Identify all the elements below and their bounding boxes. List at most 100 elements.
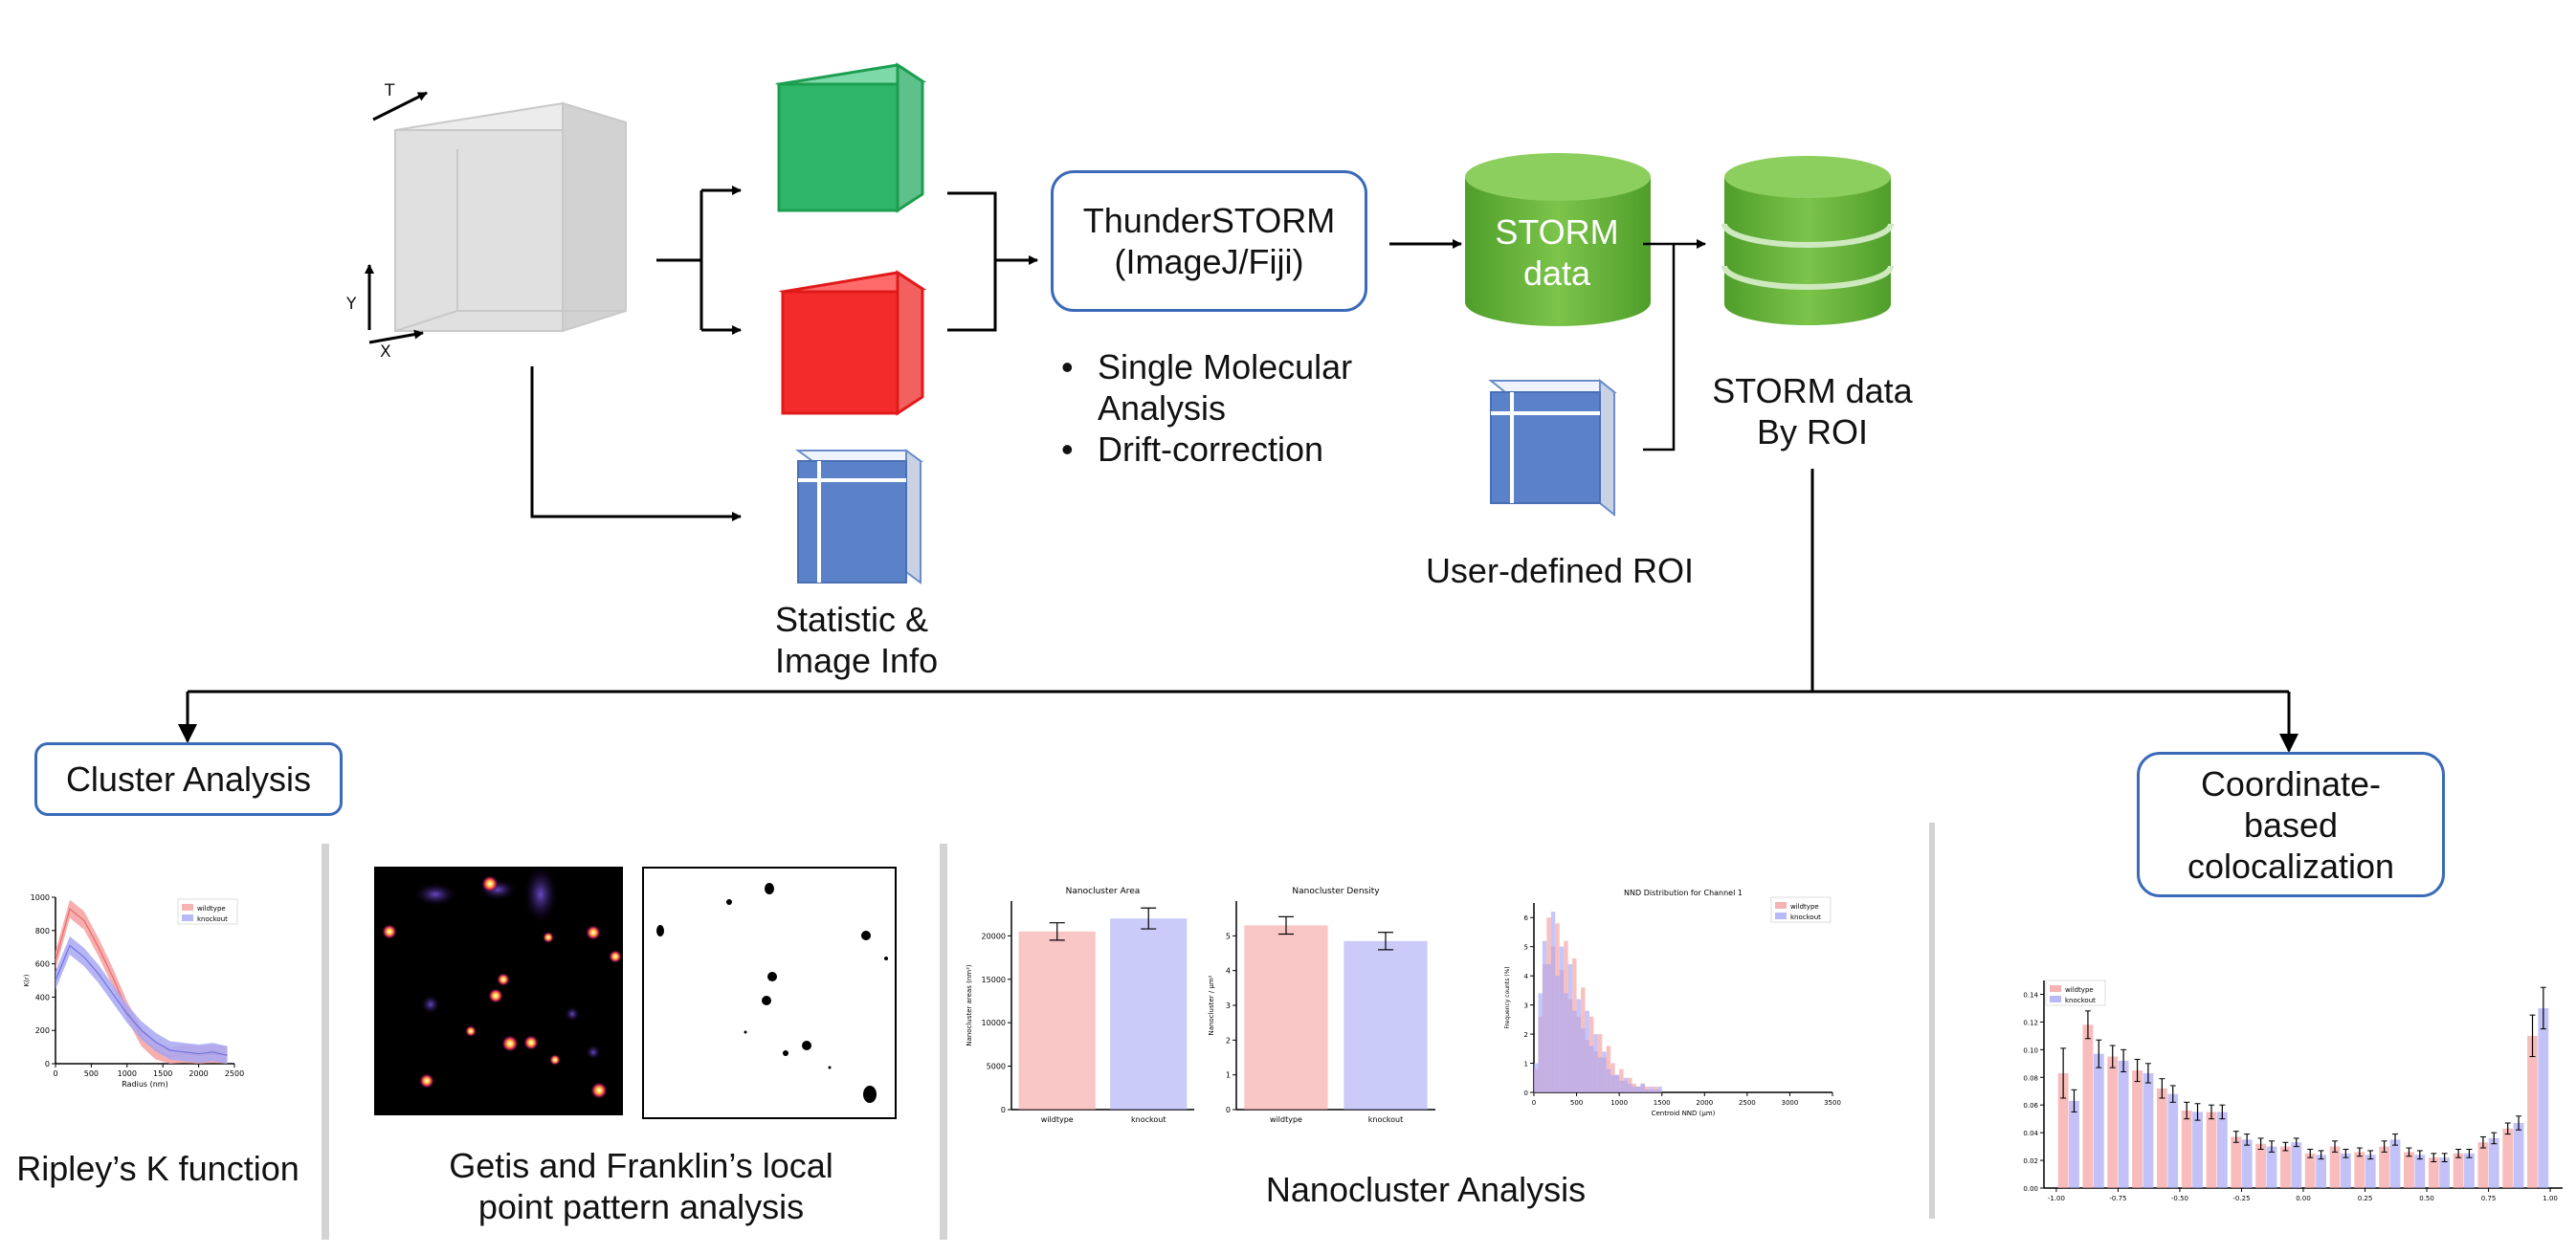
y-tick-label: 0.12: [2023, 1019, 2038, 1026]
histogram-bar: [1534, 1063, 1539, 1092]
series-line: [55, 944, 228, 1056]
y-tick-label: 15000: [982, 976, 1006, 984]
green-channel-cube: [774, 62, 927, 213]
x-tick-label: 0: [1532, 1099, 1536, 1107]
histogram-bar: [2206, 1112, 2217, 1188]
thunderstorm-subtitle: (ImageJ/Fiji): [1114, 242, 1304, 281]
x-tick-label: knockout: [1131, 1115, 1166, 1124]
colocalization-histogram-chart: 0.000.020.040.060.080.100.120.14-1.00-0.…: [2023, 980, 2563, 1202]
x-tick-label: 500: [1570, 1099, 1583, 1107]
y-tick-label: 0.08: [2023, 1074, 2038, 1082]
x-tick-label: 1000: [118, 1069, 137, 1078]
histogram-bar: [2316, 1155, 2327, 1188]
histogram-bar: [1597, 1057, 1603, 1092]
histogram-bar: [2266, 1146, 2277, 1188]
x-tick-label: knockout: [1368, 1115, 1403, 1124]
histogram-bar: [1559, 946, 1565, 1092]
y-tick-label: 600: [35, 960, 50, 969]
histogram-bar: [1619, 1080, 1624, 1092]
histogram-bar: [2527, 1035, 2538, 1188]
y-tick-label: 1: [1524, 1061, 1528, 1068]
histogram-bar: [1588, 1046, 1594, 1092]
y-tick-label: 1: [1226, 1071, 1231, 1080]
histogram-bar: [1653, 1089, 1658, 1092]
x-tick-label: 2500: [1739, 1099, 1756, 1107]
histogram-bar: [2488, 1137, 2499, 1188]
y-axis-label: Nanocluster / μm²: [1208, 975, 1215, 1035]
histogram-bar: [2414, 1155, 2426, 1188]
split-arrows: [530, 186, 742, 521]
histogram-bar: [1572, 1010, 1577, 1092]
histogram-bar: [1610, 1074, 1615, 1092]
red-channel-cube: [778, 270, 927, 416]
legend-label: wildtype: [1790, 903, 1819, 911]
y-tick-label: 0: [1524, 1090, 1528, 1097]
legend-label: knockout: [1790, 914, 1821, 921]
histogram-bar: [1585, 1010, 1589, 1092]
x-tick-label: 1.00: [2543, 1195, 2558, 1202]
x-tick-label: 2000: [189, 1069, 208, 1078]
legend-swatch: [1775, 902, 1787, 909]
storm-data-database-icon: [1465, 153, 1651, 326]
histogram-bar: [2216, 1112, 2228, 1188]
bar: [1344, 940, 1428, 1110]
histogram-bar: [2439, 1157, 2451, 1188]
x-tick-label: 2500: [225, 1069, 244, 1078]
histogram-bar: [1546, 963, 1551, 1092]
histogram-bar: [2181, 1110, 2192, 1188]
x-axis-label: Radius (nm): [122, 1080, 167, 1089]
y-tick-label: 10000: [982, 1019, 1006, 1027]
legend-label: wildtype: [197, 905, 226, 913]
histogram-bar: [2255, 1143, 2267, 1188]
histogram-bar: [2156, 1088, 2167, 1188]
y-tick-label: 4: [1226, 967, 1231, 976]
x-tick-label: -0.75: [2109, 1195, 2126, 1202]
histogram-bar: [2428, 1157, 2439, 1188]
y-tick-label: 0: [1226, 1106, 1231, 1114]
binary-clusters-image: [642, 867, 897, 1119]
histogram-bar: [2107, 1056, 2119, 1188]
histogram-bar: [1567, 963, 1573, 1092]
histogram-bar: [1538, 993, 1543, 1092]
series-band: [56, 899, 228, 1064]
x-tick-label: 500: [84, 1069, 99, 1078]
y-tick-label: 1000: [31, 893, 50, 902]
y-tick-label: 200: [35, 1026, 50, 1035]
legend-swatch: [2050, 996, 2061, 1002]
x-tick-label: 0: [53, 1069, 57, 1078]
histogram-bar: [1623, 1077, 1629, 1092]
histogram-bar: [1614, 1074, 1620, 1092]
y-tick-label: 2: [1226, 1036, 1231, 1045]
histogram-bar: [2513, 1123, 2524, 1188]
y-axis-label: Nanocluster areas (nm²): [966, 964, 973, 1046]
x-tick-label: -1.00: [2048, 1195, 2065, 1202]
analysis-branch-arrows: [178, 469, 2298, 753]
histogram-bar: [1550, 912, 1556, 1092]
histogram-bar: [2329, 1146, 2341, 1188]
getis-heatmap-image: [374, 866, 623, 1115]
histogram-bar: [1628, 1083, 1632, 1092]
histogram-bar: [2082, 1024, 2094, 1188]
histogram-bar: [1555, 976, 1560, 1092]
x-tick-label: 1000: [1610, 1099, 1628, 1107]
axis-label-x: X: [380, 342, 391, 362]
histogram-bar: [2379, 1146, 2390, 1188]
legend-label: knockout: [197, 915, 228, 923]
x-tick-label: 1500: [1654, 1099, 1671, 1107]
histogram-bar: [1581, 1027, 1586, 1092]
y-tick-label: 20000: [982, 932, 1006, 940]
legend-swatch: [2050, 985, 2061, 992]
histogram-bar: [2354, 1152, 2365, 1188]
legend-swatch: [182, 914, 193, 921]
bar: [1244, 925, 1328, 1110]
y-tick-label: 0.14: [2023, 991, 2038, 999]
